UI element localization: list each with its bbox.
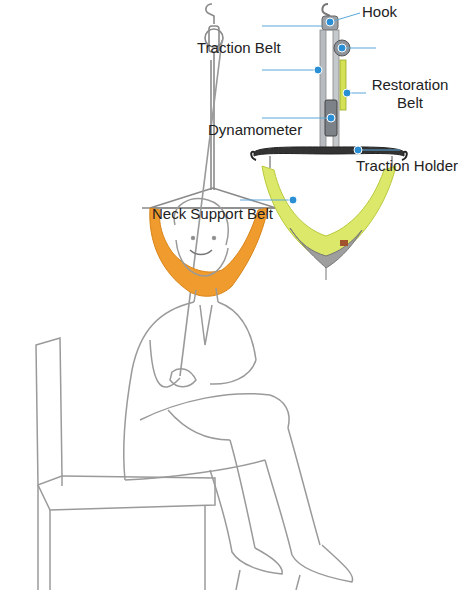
chair [36,338,215,590]
part-label: Hook [362,3,397,21]
part-label: Restoration Belt [362,76,458,112]
part-label: Neck Support Belt [152,205,273,223]
traction-rig [142,4,284,376]
part-label: Traction Holder [356,157,458,175]
callout-dots [289,18,362,204]
part-label: Dynamometer [208,121,302,139]
part-label: Traction Belt [197,39,281,57]
